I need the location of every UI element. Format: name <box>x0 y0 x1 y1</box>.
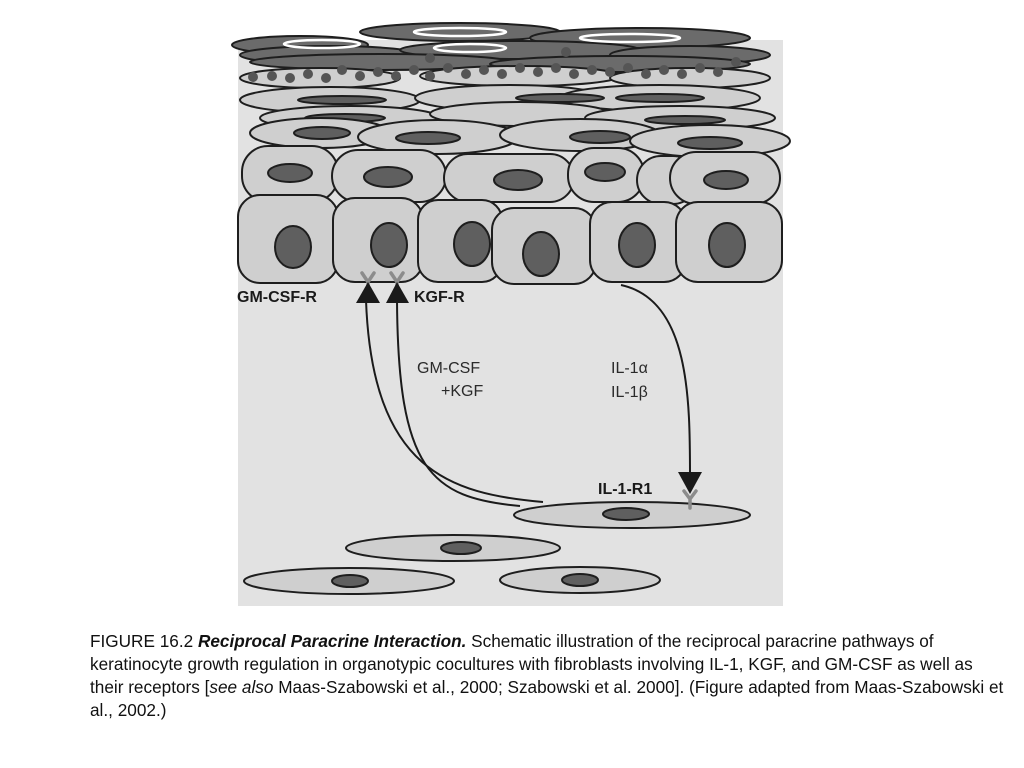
il1a-label: IL-1α <box>611 360 648 377</box>
caption-text-1: Schematic illustration of the reciprocal… <box>90 631 973 697</box>
ligand-label-line2: +KGF <box>441 383 483 400</box>
corneum-highlights <box>282 26 682 54</box>
spinosum-mid-nuclei <box>293 126 743 150</box>
gm-csf-r-label: GM-CSF-R <box>237 289 317 306</box>
basale-nuclei <box>274 221 746 277</box>
il1-arrow <box>620 284 691 479</box>
figure-title: Reciprocal Paracrine Interaction. <box>197 631 467 651</box>
stratum-spinosum-mid <box>249 117 791 158</box>
gm-csf-arrow <box>365 299 544 503</box>
fibroblast-nuclei <box>331 507 650 588</box>
caption-see-also: see also <box>209 677 274 697</box>
ligand-label-line1: GM-CSF <box>417 360 480 377</box>
paracrine-diagram: GM-CSF-R KGF-R GM-CSF +KGF IL-1α IL-1β I… <box>231 22 791 606</box>
kgf-arrowhead <box>386 282 409 303</box>
il1-arrowhead <box>678 472 702 494</box>
stratum-corneum <box>231 22 771 73</box>
kgf-r-label: KGF-R <box>414 289 465 306</box>
stratum-basale <box>237 194 783 285</box>
kgf-arrow <box>396 299 521 507</box>
gm-csf-arrowhead <box>356 282 380 303</box>
figure-caption: FIGURE 16.2 Reciprocal Paracrine Interac… <box>90 630 1010 722</box>
il1-receptor-icon <box>682 489 698 510</box>
keratohyalin-granules <box>248 47 741 83</box>
caption-text-2: Maas-Szabowski et al., 2000; Szabowski e… <box>90 677 1004 720</box>
figure-number: FIGURE 16.2 <box>90 631 194 651</box>
il1-r1-label: IL-1-R1 <box>598 481 652 498</box>
il1b-label: IL-1β <box>611 384 648 401</box>
spinosum-lower-nuclei <box>267 162 749 191</box>
